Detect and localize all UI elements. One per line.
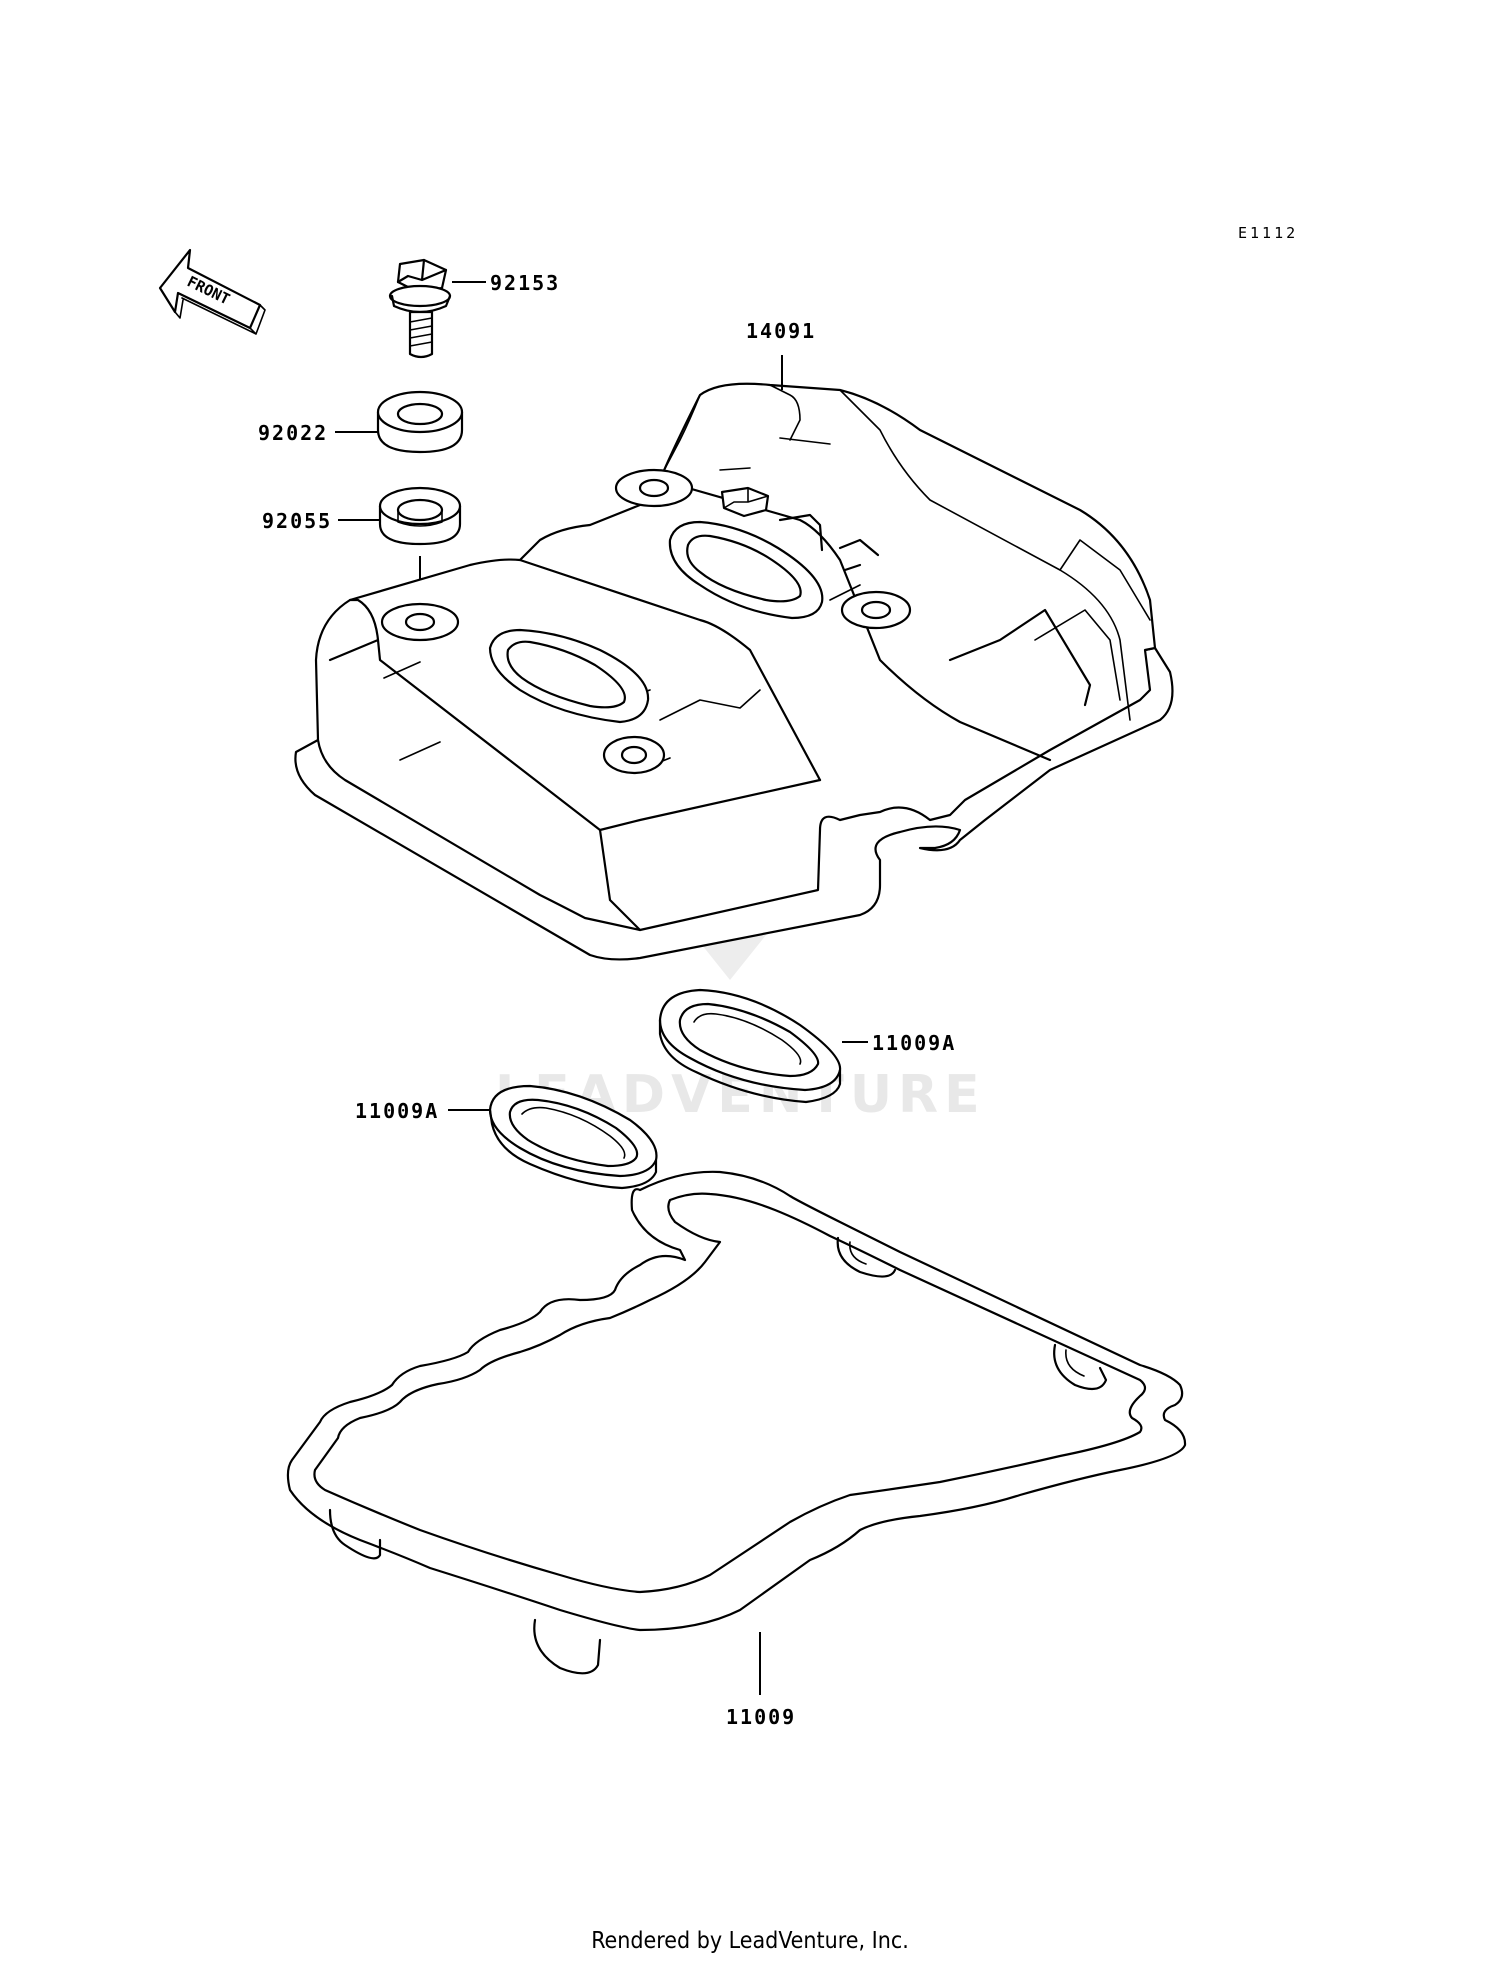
seal-11009A-left xyxy=(448,1084,658,1190)
part-label-92055: 92055 xyxy=(262,509,332,533)
part-label-11009: 11009 xyxy=(726,1705,796,1729)
cylinder-head-cover-14091 xyxy=(294,355,1174,961)
seal-11009A-right xyxy=(658,988,868,1104)
part-label-92153: 92153 xyxy=(490,271,560,295)
part-label-14091: 14091 xyxy=(746,319,816,343)
washer-92022 xyxy=(335,390,464,454)
reference-code: E1112 xyxy=(1238,224,1298,242)
front-arrow-icon xyxy=(158,248,262,330)
gasket-11009 xyxy=(286,1170,1187,1695)
part-label-11009A-right: 11009A xyxy=(872,1031,956,1055)
footer-credit: Rendered by LeadVenture, Inc. xyxy=(591,1928,909,1954)
part-label-92022: 92022 xyxy=(258,421,328,445)
part-label-11009A-left: 11009A xyxy=(355,1099,439,1123)
front-direction-arrow: FRONT xyxy=(158,248,266,335)
bolt-92153 xyxy=(388,258,486,359)
